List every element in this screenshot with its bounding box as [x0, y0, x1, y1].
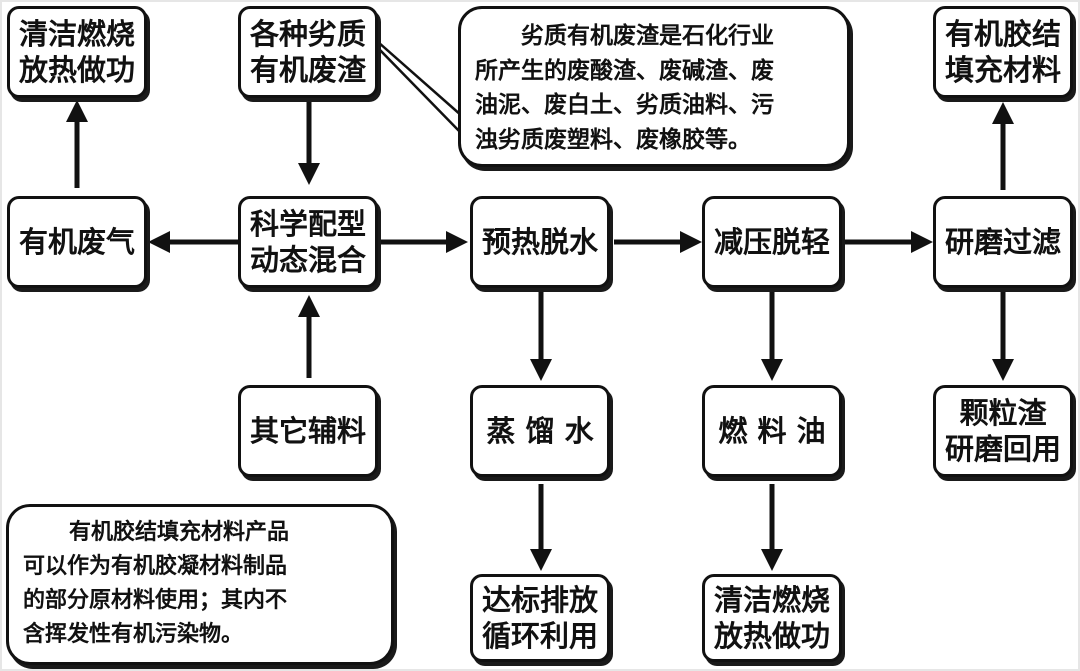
note-top-line-4: 浊劣质废塑料、废橡胶等。 [475, 125, 751, 153]
arrowhead-mixing-to-gas [148, 231, 170, 253]
node-raw-waste-line-2: 有机废渣 [249, 53, 366, 87]
node-adhesive-filler-line-1: 有机胶结 [944, 17, 1061, 51]
node-fuel-oil: 燃 料 油 [702, 385, 842, 477]
arrowhead-waste-to-mixing [298, 163, 320, 185]
node-organic-gas: 有机废气 [7, 196, 147, 288]
arrowhead-water-to-discharge [530, 549, 552, 571]
node-clean-burn-bottom-line-1: 清洁燃烧 [713, 583, 830, 617]
node-mixing: 科学配型 动态混合 [238, 196, 378, 288]
note-top-line-3: 油泥、废白土、劣质油料、污 [475, 91, 774, 118]
node-particle-slag-line-2: 研磨回用 [944, 432, 1061, 466]
node-grind-filter-line-1: 研磨过滤 [944, 225, 1061, 259]
note-bottom-product-description: 有机胶结填充材料产品 可以作为有机胶凝材料制品 的部分原材料使用；其内不 含挥发… [6, 504, 394, 665]
note-top-line-2: 所产生的废酸渣、废碱渣、废 [475, 56, 774, 84]
node-preheat-line-1: 预热脱水 [481, 225, 598, 259]
arrowhead-oil-to-burn [761, 549, 783, 571]
node-adhesive-filler: 有机胶结 填充材料 [933, 6, 1073, 98]
node-raw-waste-line-1: 各种劣质 [249, 17, 366, 51]
node-grind-filter: 研磨过滤 [933, 196, 1073, 288]
node-other-aux-line-1: 其它辅料 [249, 414, 366, 448]
arrowhead-grind-to-slag [992, 359, 1014, 381]
node-organic-gas-line-1: 有机废气 [18, 225, 135, 259]
node-fuel-oil-line-1: 燃 料 油 [718, 414, 826, 448]
note-top-line-1: 劣质有机废渣是石化行业 [521, 22, 774, 49]
arrowhead-aux-to-mixing [298, 295, 320, 317]
arrowhead-decompress-to-grind [911, 231, 933, 253]
node-adhesive-filler-line-2: 填充材料 [944, 53, 1061, 87]
node-clean-burn-top-line-1: 清洁燃烧 [18, 17, 135, 51]
node-preheat: 预热脱水 [470, 196, 610, 288]
node-decompress: 减压脱轻 [702, 196, 842, 288]
node-clean-burn-bottom: 清洁燃烧 放热做功 [702, 574, 842, 662]
node-discharge-line-2: 循环利用 [481, 619, 598, 653]
node-raw-waste: 各种劣质 有机废渣 [238, 6, 378, 98]
arrowhead-preheat-to-decompress [680, 231, 702, 253]
arrowhead-grind-to-filler [992, 102, 1014, 124]
arrowhead-decompress-to-oil [761, 359, 783, 381]
callout-line-upper [377, 41, 463, 117]
note-bottom-line-4: 含挥发性有机污染物。 [23, 621, 244, 647]
callout-line-lower [377, 47, 463, 135]
arrowhead-mixing-to-preheat [446, 231, 468, 253]
node-discharge-line-1: 达标排放 [481, 583, 598, 617]
node-decompress-line-1: 减压脱轻 [713, 225, 830, 259]
node-clean-burn-top: 清洁燃烧 放热做功 [7, 6, 147, 98]
arrowhead-gas-to-burn [66, 100, 88, 122]
node-mixing-line-1: 科学配型 [249, 207, 366, 241]
note-bottom-line-2: 可以作为有机胶凝材料制品 [23, 553, 288, 579]
node-mixing-line-2: 动态混合 [249, 243, 366, 277]
node-other-aux: 其它辅料 [238, 385, 378, 477]
arrowhead-preheat-to-water [530, 359, 552, 381]
note-bottom-line-3: 的部分原材料使用；其内不 [23, 587, 288, 613]
node-particle-slag: 颗粒渣 研磨回用 [933, 385, 1073, 477]
node-distilled-water: 蒸 馏 水 [470, 385, 610, 477]
node-clean-burn-top-line-2: 放热做功 [18, 53, 135, 87]
node-discharge: 达标排放 循环利用 [470, 574, 610, 662]
note-bottom-line-1: 有机胶结填充材料产品 [69, 519, 290, 545]
node-particle-slag-line-1: 颗粒渣 [959, 396, 1047, 430]
note-top-waste-description: 劣质有机废渣是石化行业 所产生的废酸渣、废碱渣、废 油泥、废白土、劣质油料、污 … [458, 6, 850, 167]
node-clean-burn-bottom-line-2: 放热做功 [713, 619, 830, 653]
node-distilled-water-line-1: 蒸 馏 水 [486, 414, 594, 448]
